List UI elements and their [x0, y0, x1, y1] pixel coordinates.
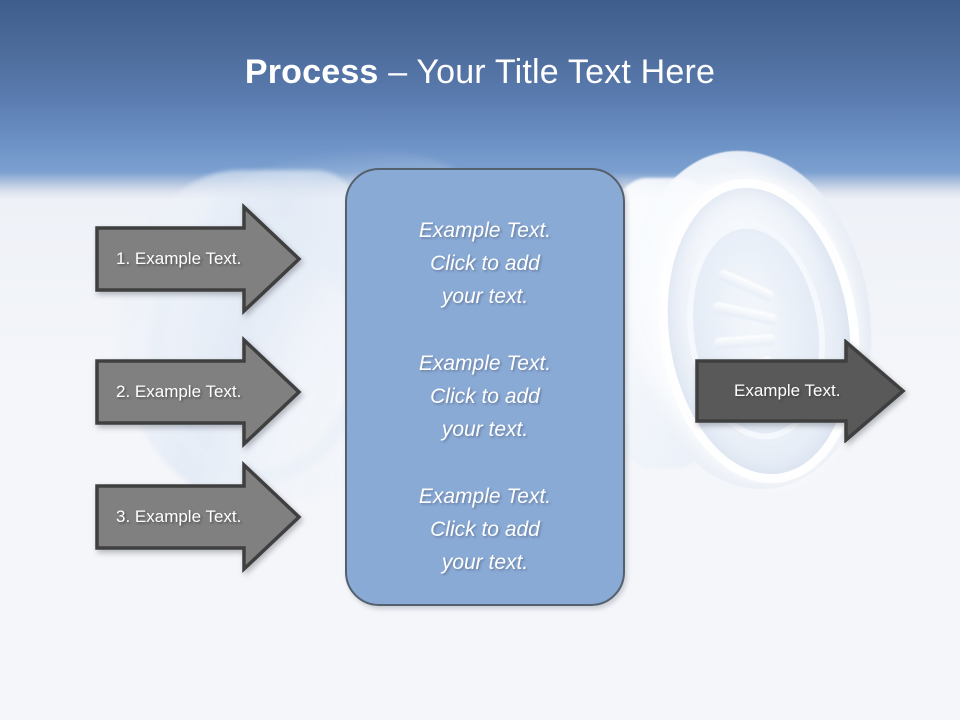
center-content-panel[interactable]: Example Text. Click to add your text. Ex…	[345, 168, 625, 606]
arrow-right-icon	[695, 339, 906, 443]
slide-title: Process – Your Title Text Here	[0, 50, 960, 94]
input-arrow-1[interactable]: 1. Example Text.	[94, 203, 302, 315]
input-arrow-3[interactable]: 3. Example Text.	[94, 461, 302, 573]
arrow-right-icon	[95, 203, 302, 315]
input-arrow-2[interactable]: 2. Example Text.	[94, 336, 302, 448]
title-bold-part: Process	[244, 53, 379, 91]
panel-text-block-1[interactable]: Example Text. Click to add your text.	[418, 219, 552, 308]
panel-text-block-3[interactable]: Example Text. Click to add your text.	[418, 485, 552, 574]
panel-text-block-2[interactable]: Example Text. Click to add your text.	[418, 352, 552, 441]
title-rest-part: – Your Title Text Here	[378, 53, 716, 91]
output-arrow[interactable]: Example Text.	[694, 339, 906, 443]
arrow-right-icon	[95, 461, 302, 573]
arrow-right-icon	[95, 336, 302, 448]
